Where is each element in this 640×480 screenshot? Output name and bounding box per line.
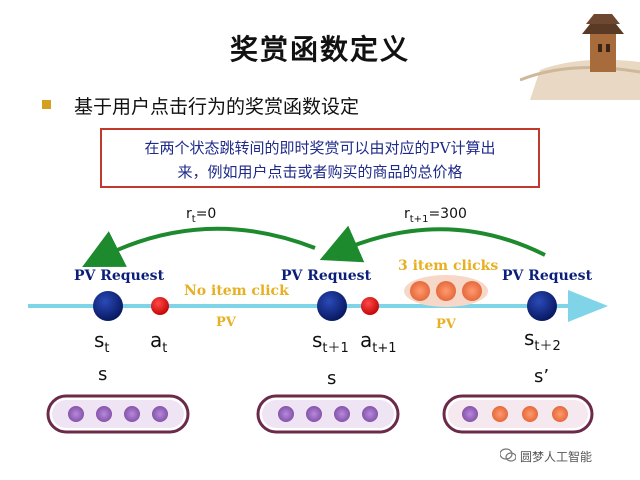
state-node-st1 — [317, 291, 347, 321]
reward-arrow-left — [82, 226, 316, 268]
state-set-label-1: s — [98, 364, 107, 385]
reward-right-label: rt+1=300 — [404, 206, 467, 225]
bullet-marker — [42, 100, 51, 109]
state-set-label-2: s — [327, 368, 336, 389]
pagoda-decoration-icon — [520, 14, 640, 100]
state-node-st — [93, 291, 123, 321]
item-dot — [152, 406, 168, 422]
reward-arrow-right — [319, 225, 546, 263]
clicked-items-group — [404, 275, 488, 307]
pv-label-2: PV — [436, 317, 457, 332]
clicked-item — [436, 281, 456, 301]
item-dot — [492, 406, 508, 422]
watermark-text: 圆梦人工智能 — [520, 450, 593, 464]
item-dot — [278, 406, 294, 422]
pv-label-1: PV — [216, 315, 237, 330]
state-set-label-3: s’ — [534, 366, 549, 387]
pv-request-label-3: PV Request — [502, 268, 593, 284]
item-dot — [334, 406, 350, 422]
item-dot — [552, 406, 568, 422]
pv-request-label-2: PV Request — [281, 268, 372, 284]
state-pill-3 — [442, 394, 594, 434]
item-dot — [124, 406, 140, 422]
clicked-item — [462, 281, 482, 301]
note-box: 在两个状态跳转间的即时奖赏可以由对应的PV计算出 来，例如用户点击或者购买的商品… — [100, 128, 540, 188]
clicked-item — [410, 281, 430, 301]
three-item-clicks-label: 3 item clicks — [398, 258, 498, 274]
action-node-at1 — [361, 297, 379, 315]
state-label-st1: st＋1 — [312, 328, 349, 356]
action-label-at: at — [150, 328, 167, 356]
slide-title: 奖赏函数定义 — [229, 33, 410, 66]
state-pill-1 — [46, 394, 190, 434]
action-node-at — [151, 297, 169, 315]
action-label-at1: at+1 — [360, 328, 397, 356]
item-dot — [68, 406, 84, 422]
item-dot — [96, 406, 112, 422]
wechat-icon — [500, 448, 516, 462]
item-dot — [306, 406, 322, 422]
bullet-text: 基于用户点击行为的奖赏函数设定 — [74, 96, 360, 118]
note-line-2: 来，例如用户点击或者购买的商品的总价格 — [177, 163, 463, 181]
reward-left-label: rt=0 — [186, 206, 216, 225]
state-node-st2 — [527, 291, 557, 321]
item-dot — [462, 406, 478, 422]
state-pill-2 — [256, 394, 400, 434]
state-label-st: st — [94, 328, 110, 356]
state-label-st2: st＋2 — [524, 326, 561, 354]
pv-request-label-1: PV Request — [74, 268, 165, 284]
item-dot — [362, 406, 378, 422]
item-dot — [522, 406, 538, 422]
no-item-click-label: No item click — [184, 283, 289, 299]
note-line-1: 在两个状态跳转间的即时奖赏可以由对应的PV计算出 — [144, 139, 496, 157]
